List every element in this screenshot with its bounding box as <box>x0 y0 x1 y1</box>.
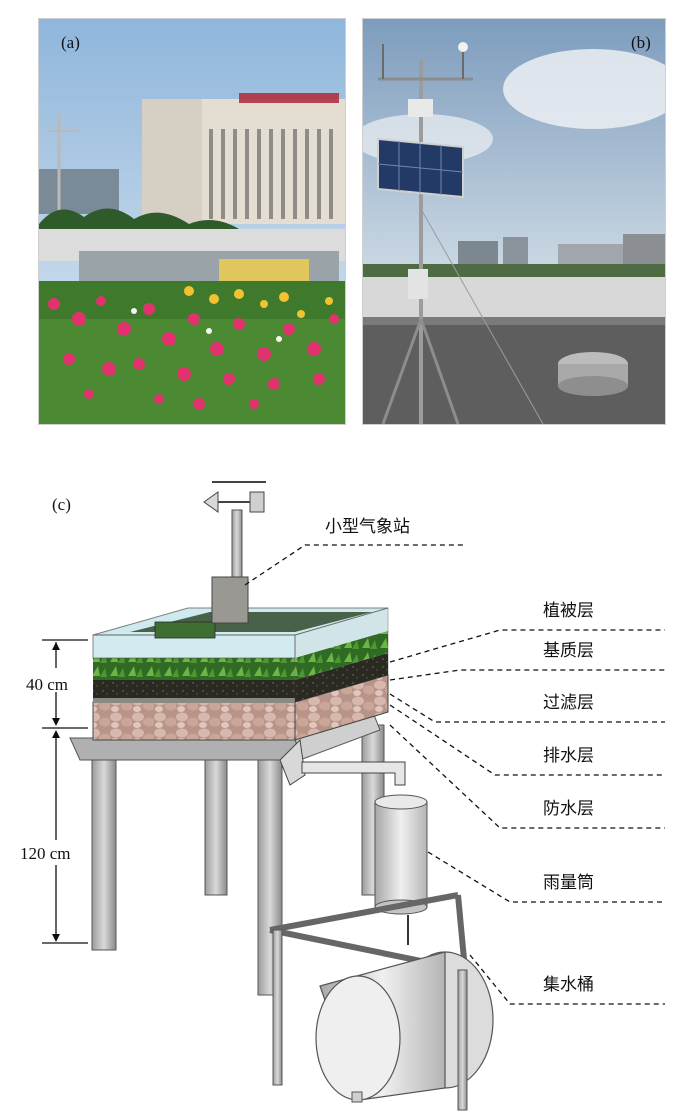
station-logger-box <box>211 576 249 624</box>
height-label-lower: 120 cm <box>20 844 71 863</box>
rain-gauge-body <box>374 801 428 908</box>
drainage-layer-front <box>92 701 296 741</box>
leader-line-bucket <box>469 954 665 1005</box>
vegetation-layer-side <box>295 631 388 680</box>
height-label-upper: 40 cm <box>26 675 68 694</box>
dimension-markers <box>42 639 88 944</box>
weather-station-photo-illustration <box>363 19 665 424</box>
collection-tray <box>69 737 301 761</box>
collection-bucket-assembly <box>269 892 494 1111</box>
photo-green-roof: (a) <box>38 18 346 425</box>
label-waterproof-layer: 防水层 <box>543 799 594 819</box>
label-substrate-layer: 基质层 <box>543 641 594 661</box>
panel-label-b: (b) <box>631 33 651 52</box>
drain-tap-icon <box>351 1091 363 1103</box>
vegetation-layer-front <box>93 658 295 680</box>
bucket-front-cap <box>315 975 401 1101</box>
photo-weather-station: (b) <box>362 18 666 425</box>
glass-wall-front <box>92 634 296 659</box>
leader-line-vegetation <box>389 629 665 663</box>
sample-plot <box>154 621 216 639</box>
anemometer-icon <box>249 491 265 513</box>
green-roof-schematic: (c) <box>20 481 665 1111</box>
label-rain-gauge: 雨量筒 <box>543 873 594 893</box>
leader-line-drainage <box>389 704 665 776</box>
leader-line-filter <box>389 693 665 723</box>
green-roof-box <box>92 607 389 741</box>
label-filter-layer: 过滤层 <box>543 693 594 713</box>
substrate-layer-front <box>93 680 295 698</box>
leader-line-substrate <box>389 669 665 681</box>
leader-line-station <box>244 544 465 586</box>
filter-layer-front <box>93 698 295 703</box>
label-vegetation-layer: 植被层 <box>543 601 594 621</box>
label-weather-station: 小型气象站 <box>325 517 410 537</box>
wind-vane-icon <box>203 491 219 513</box>
table-leg <box>91 759 117 951</box>
label-drainage-layer: 排水层 <box>543 746 594 766</box>
green-roof-photo-illustration <box>39 19 345 424</box>
panel-label-a: (a) <box>61 33 80 52</box>
outlet-funnel <box>279 738 306 786</box>
substrate-layer-side <box>295 653 388 702</box>
leader-line-waterproof <box>389 724 665 829</box>
leader-line-rain-gauge <box>427 851 665 903</box>
panel-label-c: (c) <box>52 495 71 514</box>
outlet-pipe <box>301 761 406 786</box>
label-water-bucket: 集水桶 <box>543 975 594 995</box>
